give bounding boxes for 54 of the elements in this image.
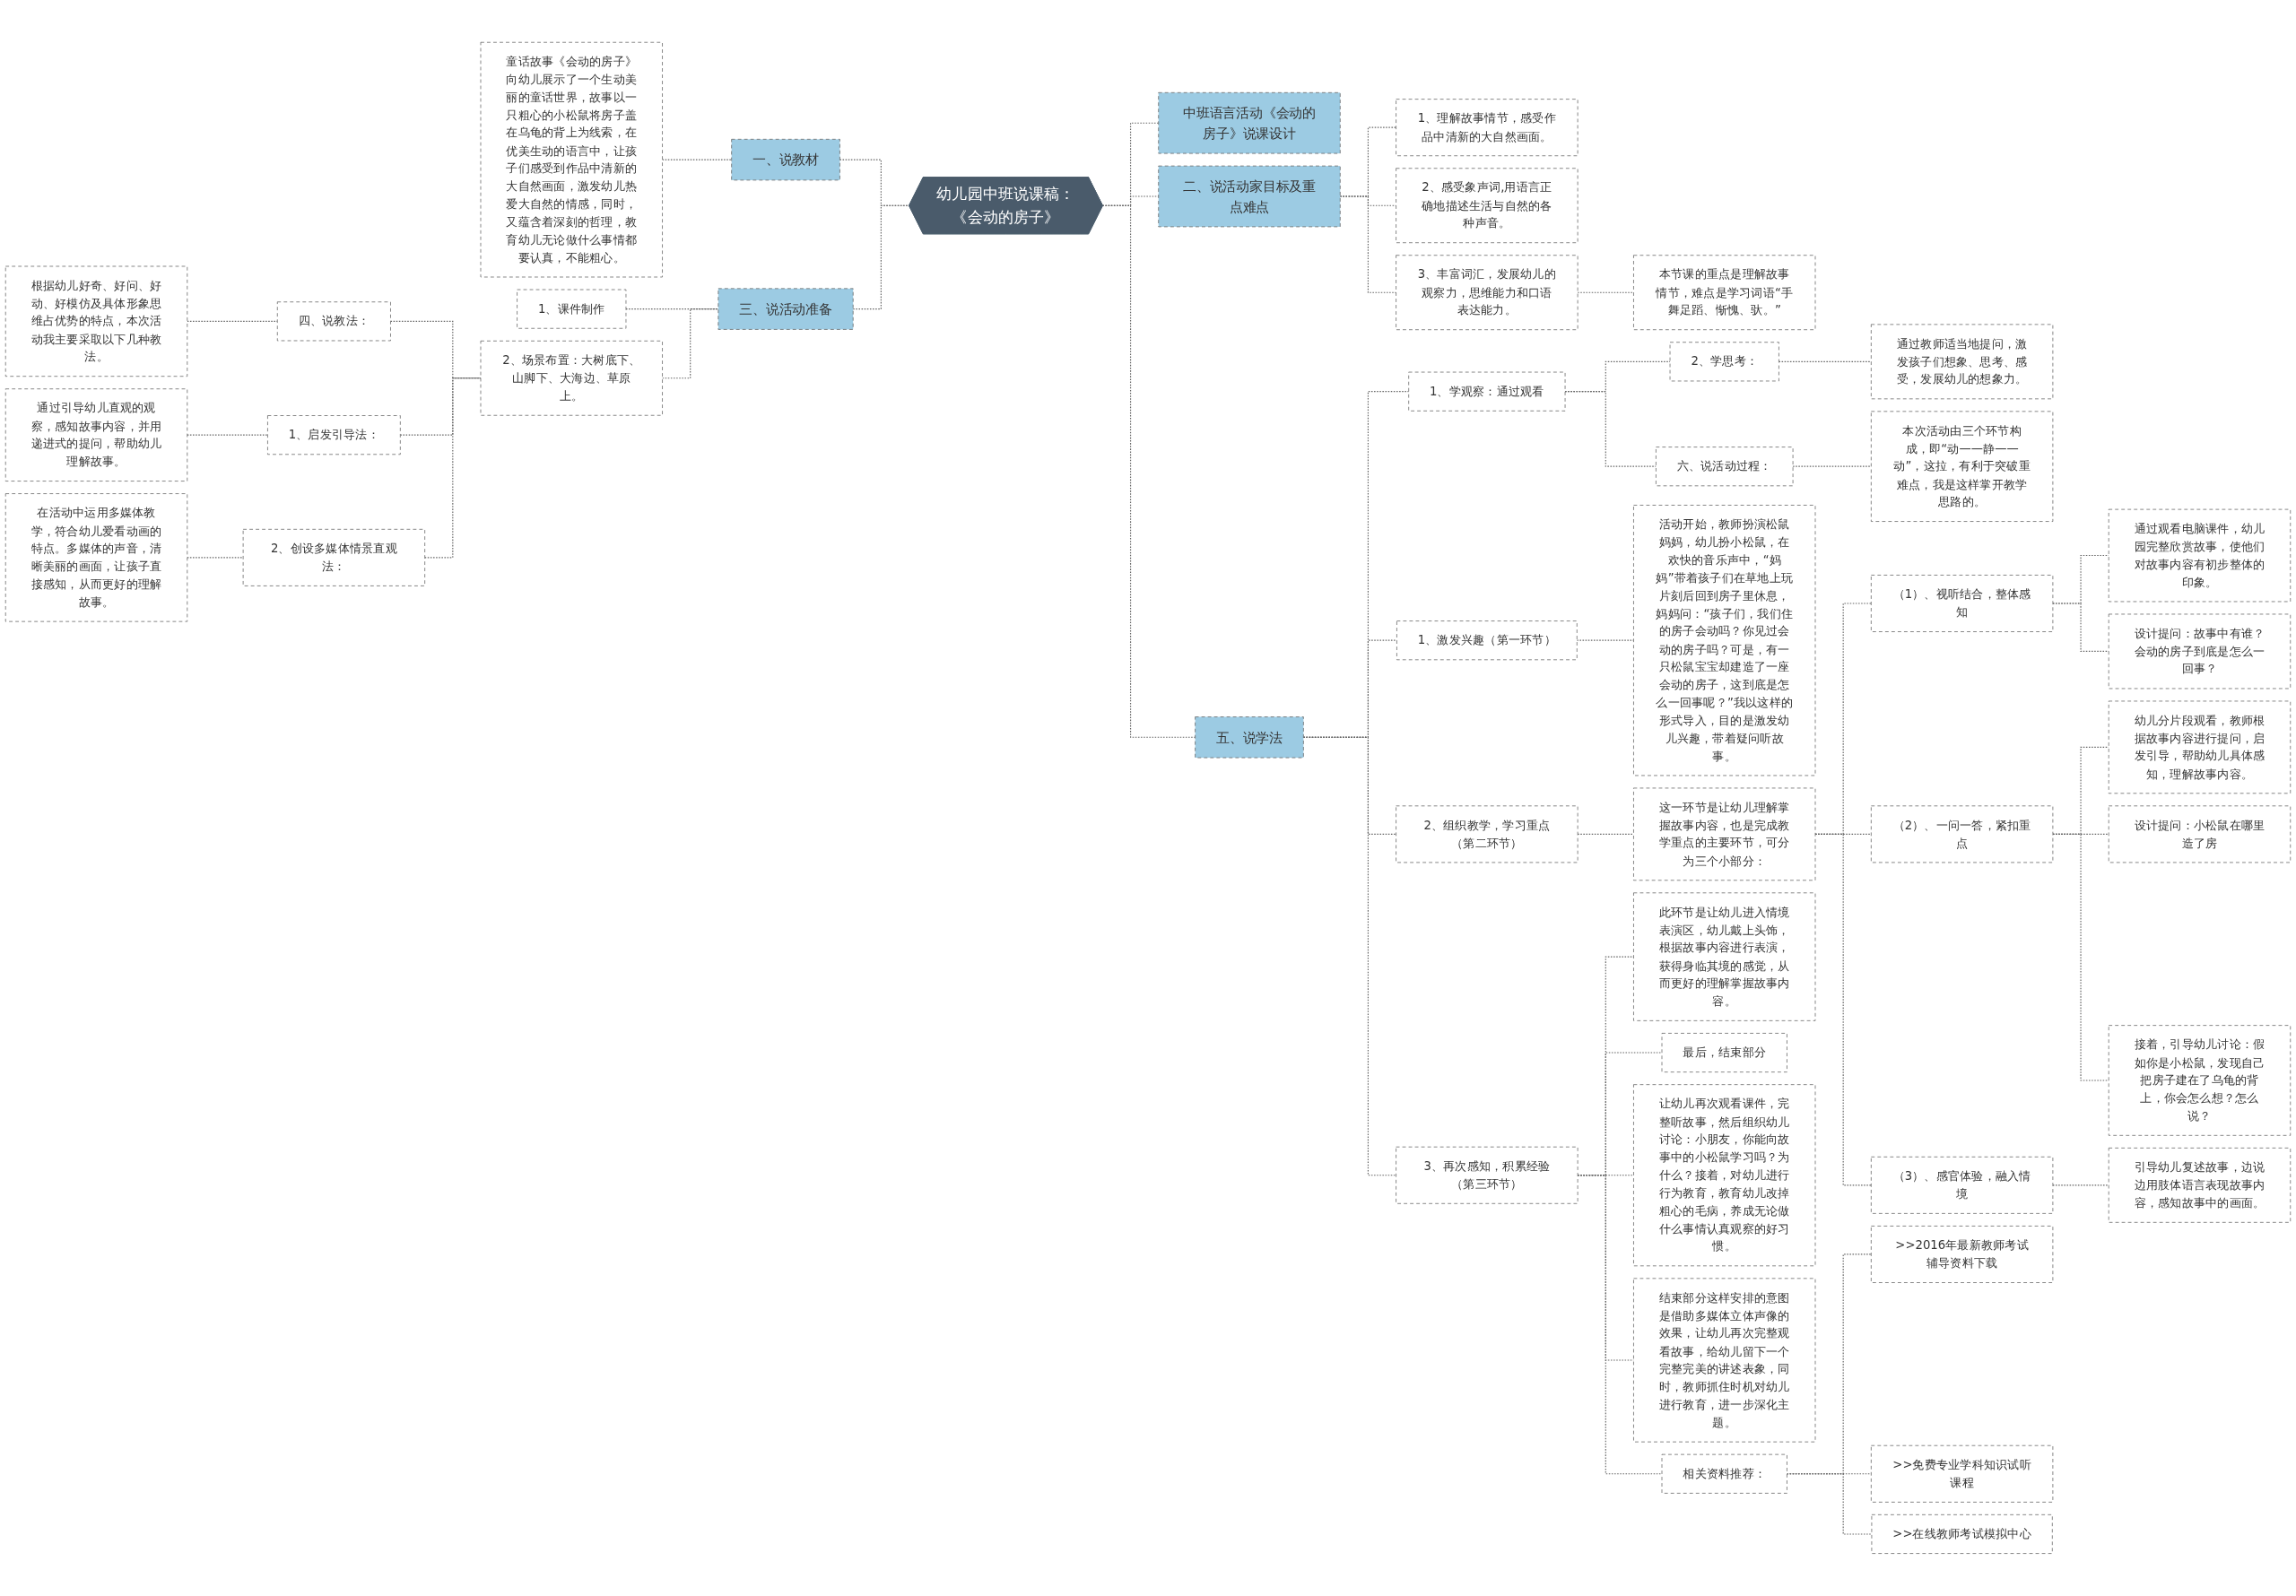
- node-box: [2108, 805, 2292, 863]
- node-box: [4, 493, 188, 622]
- connector: [625, 308, 719, 310]
- node-box: [1870, 324, 2054, 400]
- node-box: [2108, 1148, 2292, 1223]
- connector: [187, 320, 278, 323]
- node-box: [1396, 620, 1578, 661]
- node-box: [1633, 787, 1816, 881]
- node-box: [1633, 1278, 1816, 1443]
- node-box: [1661, 1453, 1787, 1494]
- connector: [2052, 1184, 2109, 1186]
- node-box: [1870, 1226, 2054, 1283]
- node-box: [1396, 168, 1578, 244]
- node-box: [1396, 805, 1578, 863]
- node-box: [1870, 575, 2054, 633]
- node-box: [731, 139, 840, 181]
- node-box: [267, 415, 401, 455]
- node-box: [1870, 805, 2054, 863]
- node-box: [1870, 411, 2054, 523]
- node-box: [1633, 892, 1816, 1021]
- node-box: [1661, 1033, 1787, 1073]
- node-box: [718, 288, 854, 330]
- connector: [424, 377, 482, 559]
- node-box: [276, 301, 391, 342]
- node-box: [1408, 371, 1566, 412]
- node-box: [242, 529, 426, 586]
- connector: [187, 434, 269, 436]
- connector: [2052, 833, 2109, 1081]
- node-box: [4, 388, 188, 482]
- node-box: [1871, 1514, 2053, 1555]
- node-box: [1870, 1157, 2054, 1214]
- node-box: [1656, 447, 1794, 487]
- node-box: [517, 289, 627, 329]
- node-box: [1633, 505, 1816, 776]
- node-box: [480, 340, 663, 416]
- node-box: [480, 41, 663, 278]
- node-box: [1195, 716, 1304, 759]
- node-box: [2108, 1025, 2292, 1136]
- node-box: [1396, 255, 1578, 331]
- node-box: [1158, 165, 1341, 228]
- connector: [661, 308, 719, 379]
- node-box: [1158, 92, 1341, 154]
- node-box: [4, 265, 188, 377]
- connector: [187, 557, 244, 559]
- node-box: [1870, 1444, 2054, 1503]
- node-box: [1633, 255, 1816, 331]
- node-box: [1396, 99, 1578, 157]
- node-box: [1633, 1084, 1816, 1267]
- node-box: [2108, 613, 2292, 690]
- node-box: [2108, 508, 2292, 603]
- node-box: [1669, 342, 1779, 382]
- node-box: [2108, 700, 2292, 794]
- node-box: [1396, 1146, 1578, 1204]
- connector: [2052, 603, 2109, 653]
